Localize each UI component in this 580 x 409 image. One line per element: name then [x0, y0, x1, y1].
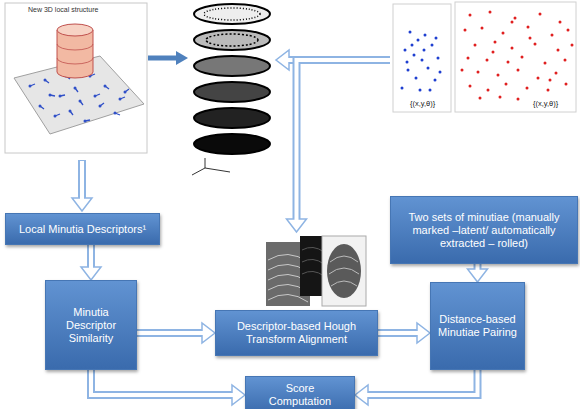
ridge-lines — [302, 247, 324, 276]
cell-slice — [194, 56, 270, 76]
illustration-arrowhead — [176, 51, 188, 65]
rolled-plot-frame — [455, 2, 576, 112]
connector-inner — [366, 370, 478, 395]
rolled-minutiae — [462, 12, 572, 99]
box-fill: Score Computation — [245, 376, 355, 409]
cell-slice-dots — [206, 34, 258, 46]
rolled-print — [327, 244, 361, 298]
connector-outline — [368, 370, 478, 395]
output-box: Score Computation — [245, 376, 355, 409]
flow-arrow-inner — [80, 161, 84, 201]
box-text: Descriptor-based Hough Transform Alignme… — [224, 320, 369, 346]
process-box: Local Minutia Descriptors¹ — [5, 213, 160, 245]
connector-inner — [297, 60, 391, 222]
ridge-lines — [329, 256, 359, 286]
box-text: Distance-based Minutiae Pairing — [437, 313, 518, 339]
process-box: Distance-based Minutiae Pairing — [430, 282, 525, 370]
box-text: Two sets of minutiae (manually marked –l… — [399, 211, 569, 250]
set-notation: {(x,y,θ)} — [533, 100, 558, 108]
cell-slice-dots — [204, 8, 260, 20]
cell-slice — [194, 4, 270, 24]
flow-arrow — [355, 370, 478, 405]
set-notation: {(x,y,θ)} — [410, 100, 435, 108]
connector-inner — [378, 331, 420, 335]
input-box: Two sets of minutiae (manually marked –l… — [390, 4, 578, 264]
flow-arrow — [137, 323, 215, 343]
cell-slice — [194, 134, 270, 154]
flow-arrow-inner — [287, 58, 294, 62]
box-fill: Local Minutia Descriptors¹ — [5, 213, 160, 245]
cell-slice — [194, 108, 270, 128]
box-fill: Distance-based Minutiae Pairing — [430, 282, 525, 370]
rolled-image — [322, 236, 366, 306]
cell-slice — [194, 82, 270, 102]
figure-caption: New 3D local structure — [28, 6, 98, 14]
latent-plot-frame — [393, 4, 451, 112]
minutia-marks — [30, 74, 129, 121]
cylinder-rings — [57, 44, 93, 64]
box-fill: Minutia Descriptor Similarity — [45, 280, 137, 370]
connector-outline — [297, 60, 391, 219]
flow-arrow — [81, 245, 101, 280]
connector-inner — [89, 245, 93, 270]
flow-arrow — [287, 60, 391, 232]
connector-inner — [137, 331, 205, 335]
cell-slice — [194, 30, 270, 50]
connector-outline — [91, 370, 232, 395]
connector-inner — [91, 370, 235, 395]
illustration-frame — [5, 3, 147, 153]
connector-inner — [476, 264, 480, 272]
cylinder-top — [57, 24, 93, 36]
illustration-arrow — [148, 56, 177, 61]
flow-arrow — [468, 264, 488, 282]
box-fill: Descriptor-based Hough Transform Alignme… — [215, 310, 378, 356]
box-text: Score Computation — [260, 382, 340, 408]
box-text: Minutia Descriptor Similarity — [52, 306, 130, 345]
latent-minutiae — [402, 32, 440, 90]
cylinder-body — [57, 30, 93, 78]
minutia-dots — [30, 76, 125, 121]
process-box: Minutia Descriptor Similarity — [45, 280, 137, 370]
process-box: Descriptor-based Hough Transform Alignme… — [215, 232, 378, 356]
box-fill: Two sets of minutiae (manually marked –l… — [390, 196, 578, 264]
axes-symbol — [192, 158, 230, 175]
box-text: Local Minutia Descriptors¹ — [19, 223, 146, 236]
flow-arrow — [91, 370, 245, 405]
flow-arrow — [378, 323, 430, 343]
